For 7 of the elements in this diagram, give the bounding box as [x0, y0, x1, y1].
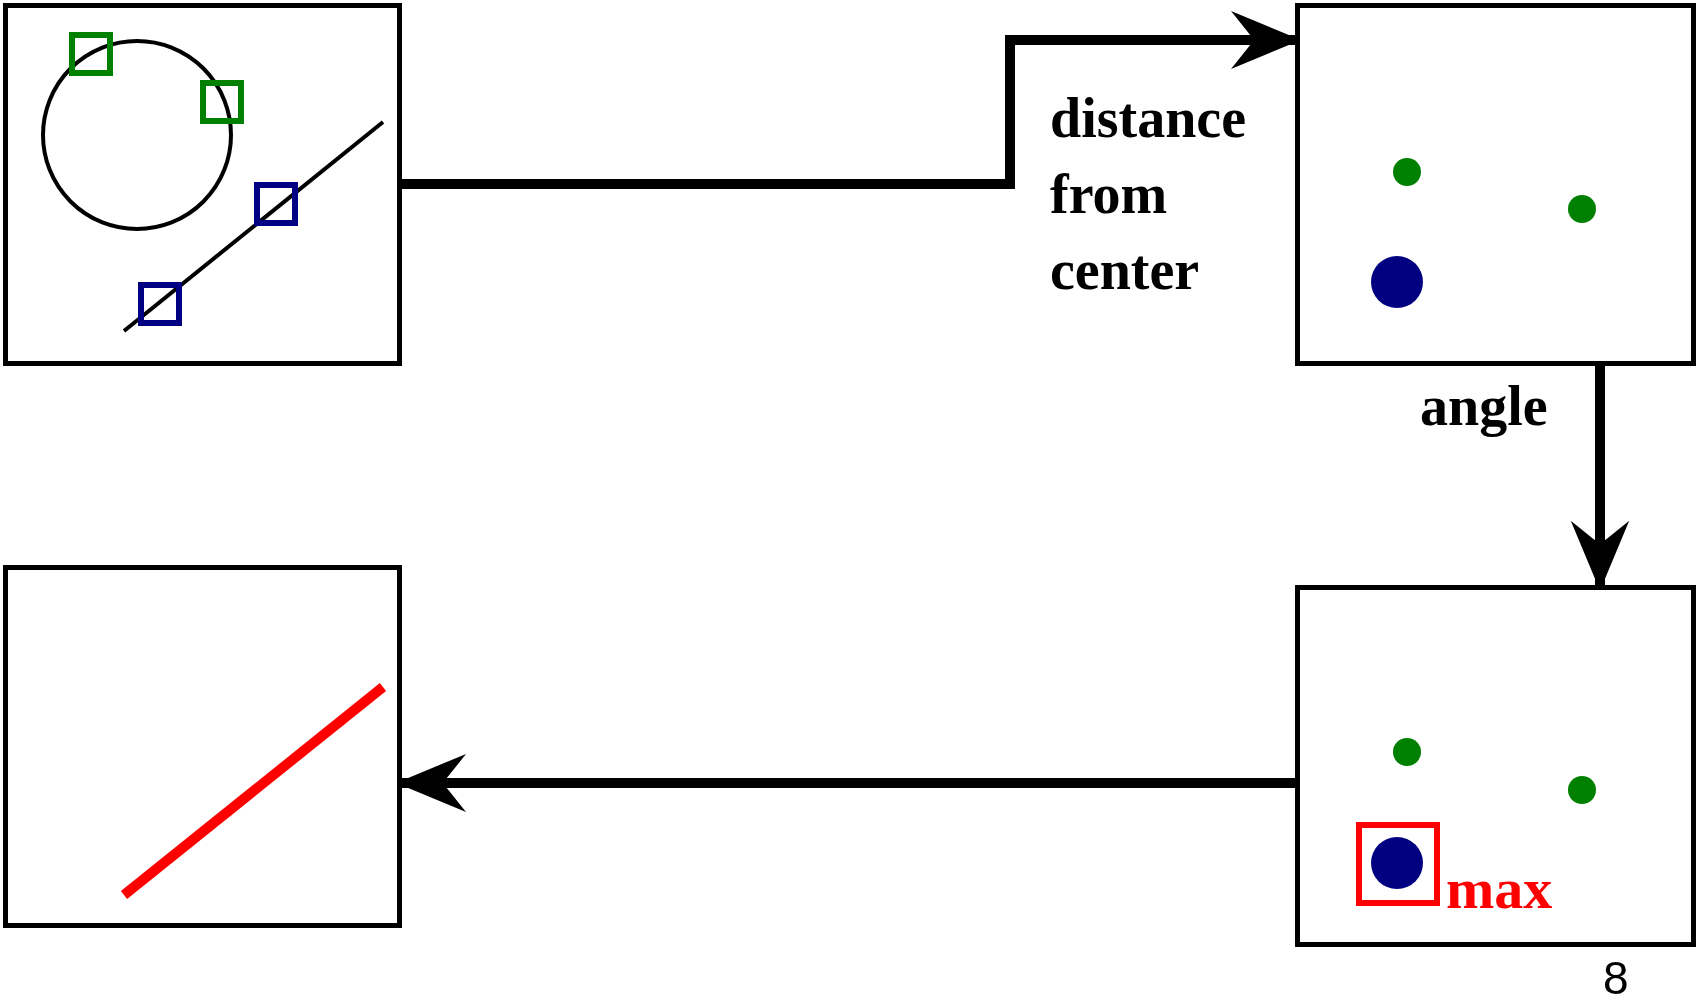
diagram-panel: [1295, 585, 1696, 947]
axis-label: distance from center: [1050, 86, 1247, 303]
diagram-panel: [3, 565, 402, 928]
diagram-panel: [3, 3, 402, 366]
page-number: 8: [1603, 955, 1629, 1001]
max-label: max: [1446, 860, 1553, 918]
diagram-panel: [1295, 3, 1696, 366]
